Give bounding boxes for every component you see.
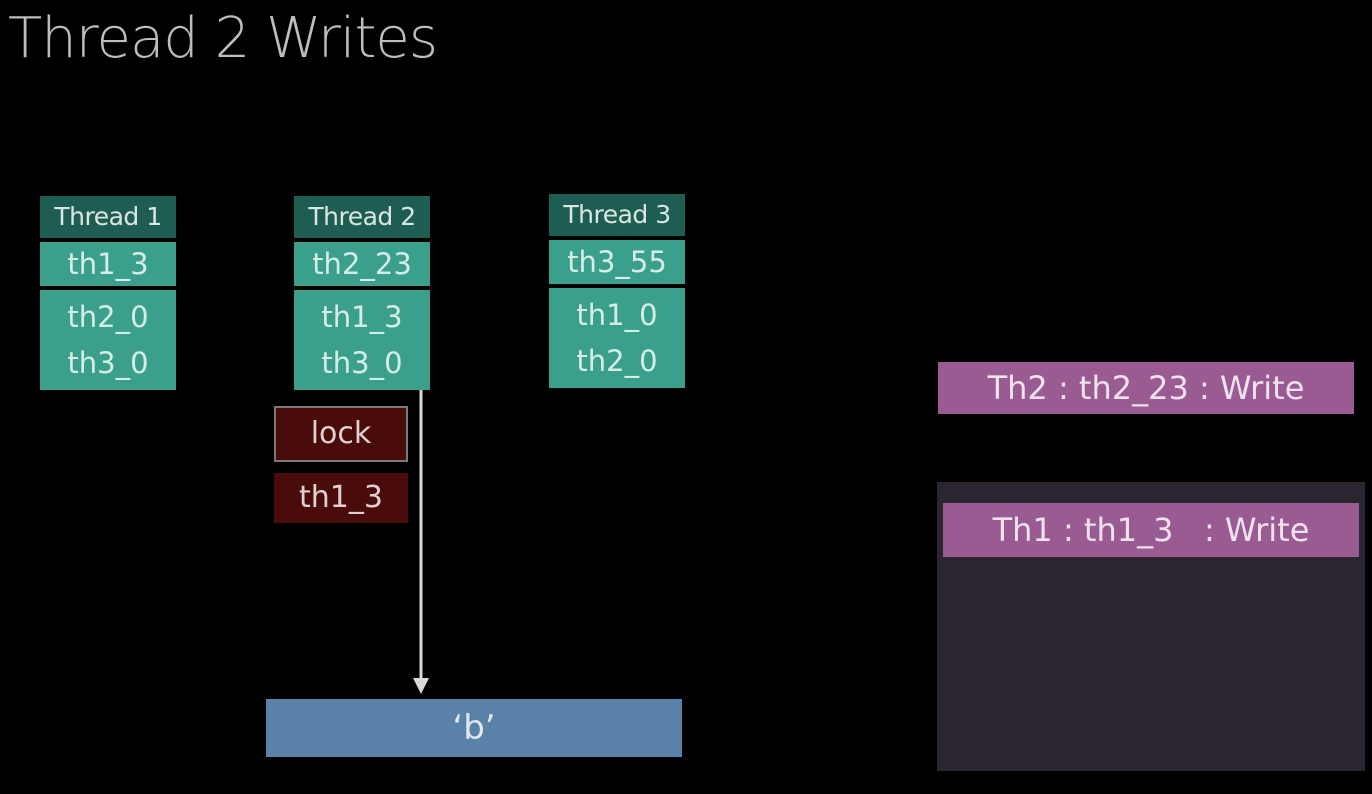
thread-other-values: th1_0 th2_0 [549,288,685,388]
thread-value: th2_0 [549,338,685,384]
shared-variable-b: ‘b’ [266,699,682,757]
current-write-entry: Th2 : th2_23 : Write [938,362,1354,414]
thread-value: th1_0 [549,292,685,338]
thread-own-value: th3_55 [549,240,685,284]
lock-box: lock [274,406,408,462]
page-title: Thread 2 Writes [8,6,438,71]
thread-own-value: th2_23 [294,242,430,286]
thread-3-column: Thread 3 th3_55 th1_0 th2_0 [549,194,685,388]
thread-value: th1_3 [294,294,430,340]
lock-value: th1_3 [274,473,408,523]
thread-value: th2_0 [40,294,176,340]
thread-header: Thread 2 [294,196,430,238]
thread-other-values: th1_3 th3_0 [294,290,430,390]
arrow-head [413,678,429,694]
thread-2-column: Thread 2 th2_23 th1_3 th3_0 [294,196,430,390]
thread-1-column: Thread 1 th1_3 th2_0 th3_0 [40,196,176,390]
thread-own-value: th1_3 [40,242,176,286]
thread-other-values: th2_0 th3_0 [40,290,176,390]
thread-header: Thread 1 [40,196,176,238]
thread-value: th3_0 [294,340,430,386]
log-entry: Th1 : th1_3 : Write [943,503,1359,557]
thread-value: th3_0 [40,340,176,386]
thread-header: Thread 3 [549,194,685,236]
